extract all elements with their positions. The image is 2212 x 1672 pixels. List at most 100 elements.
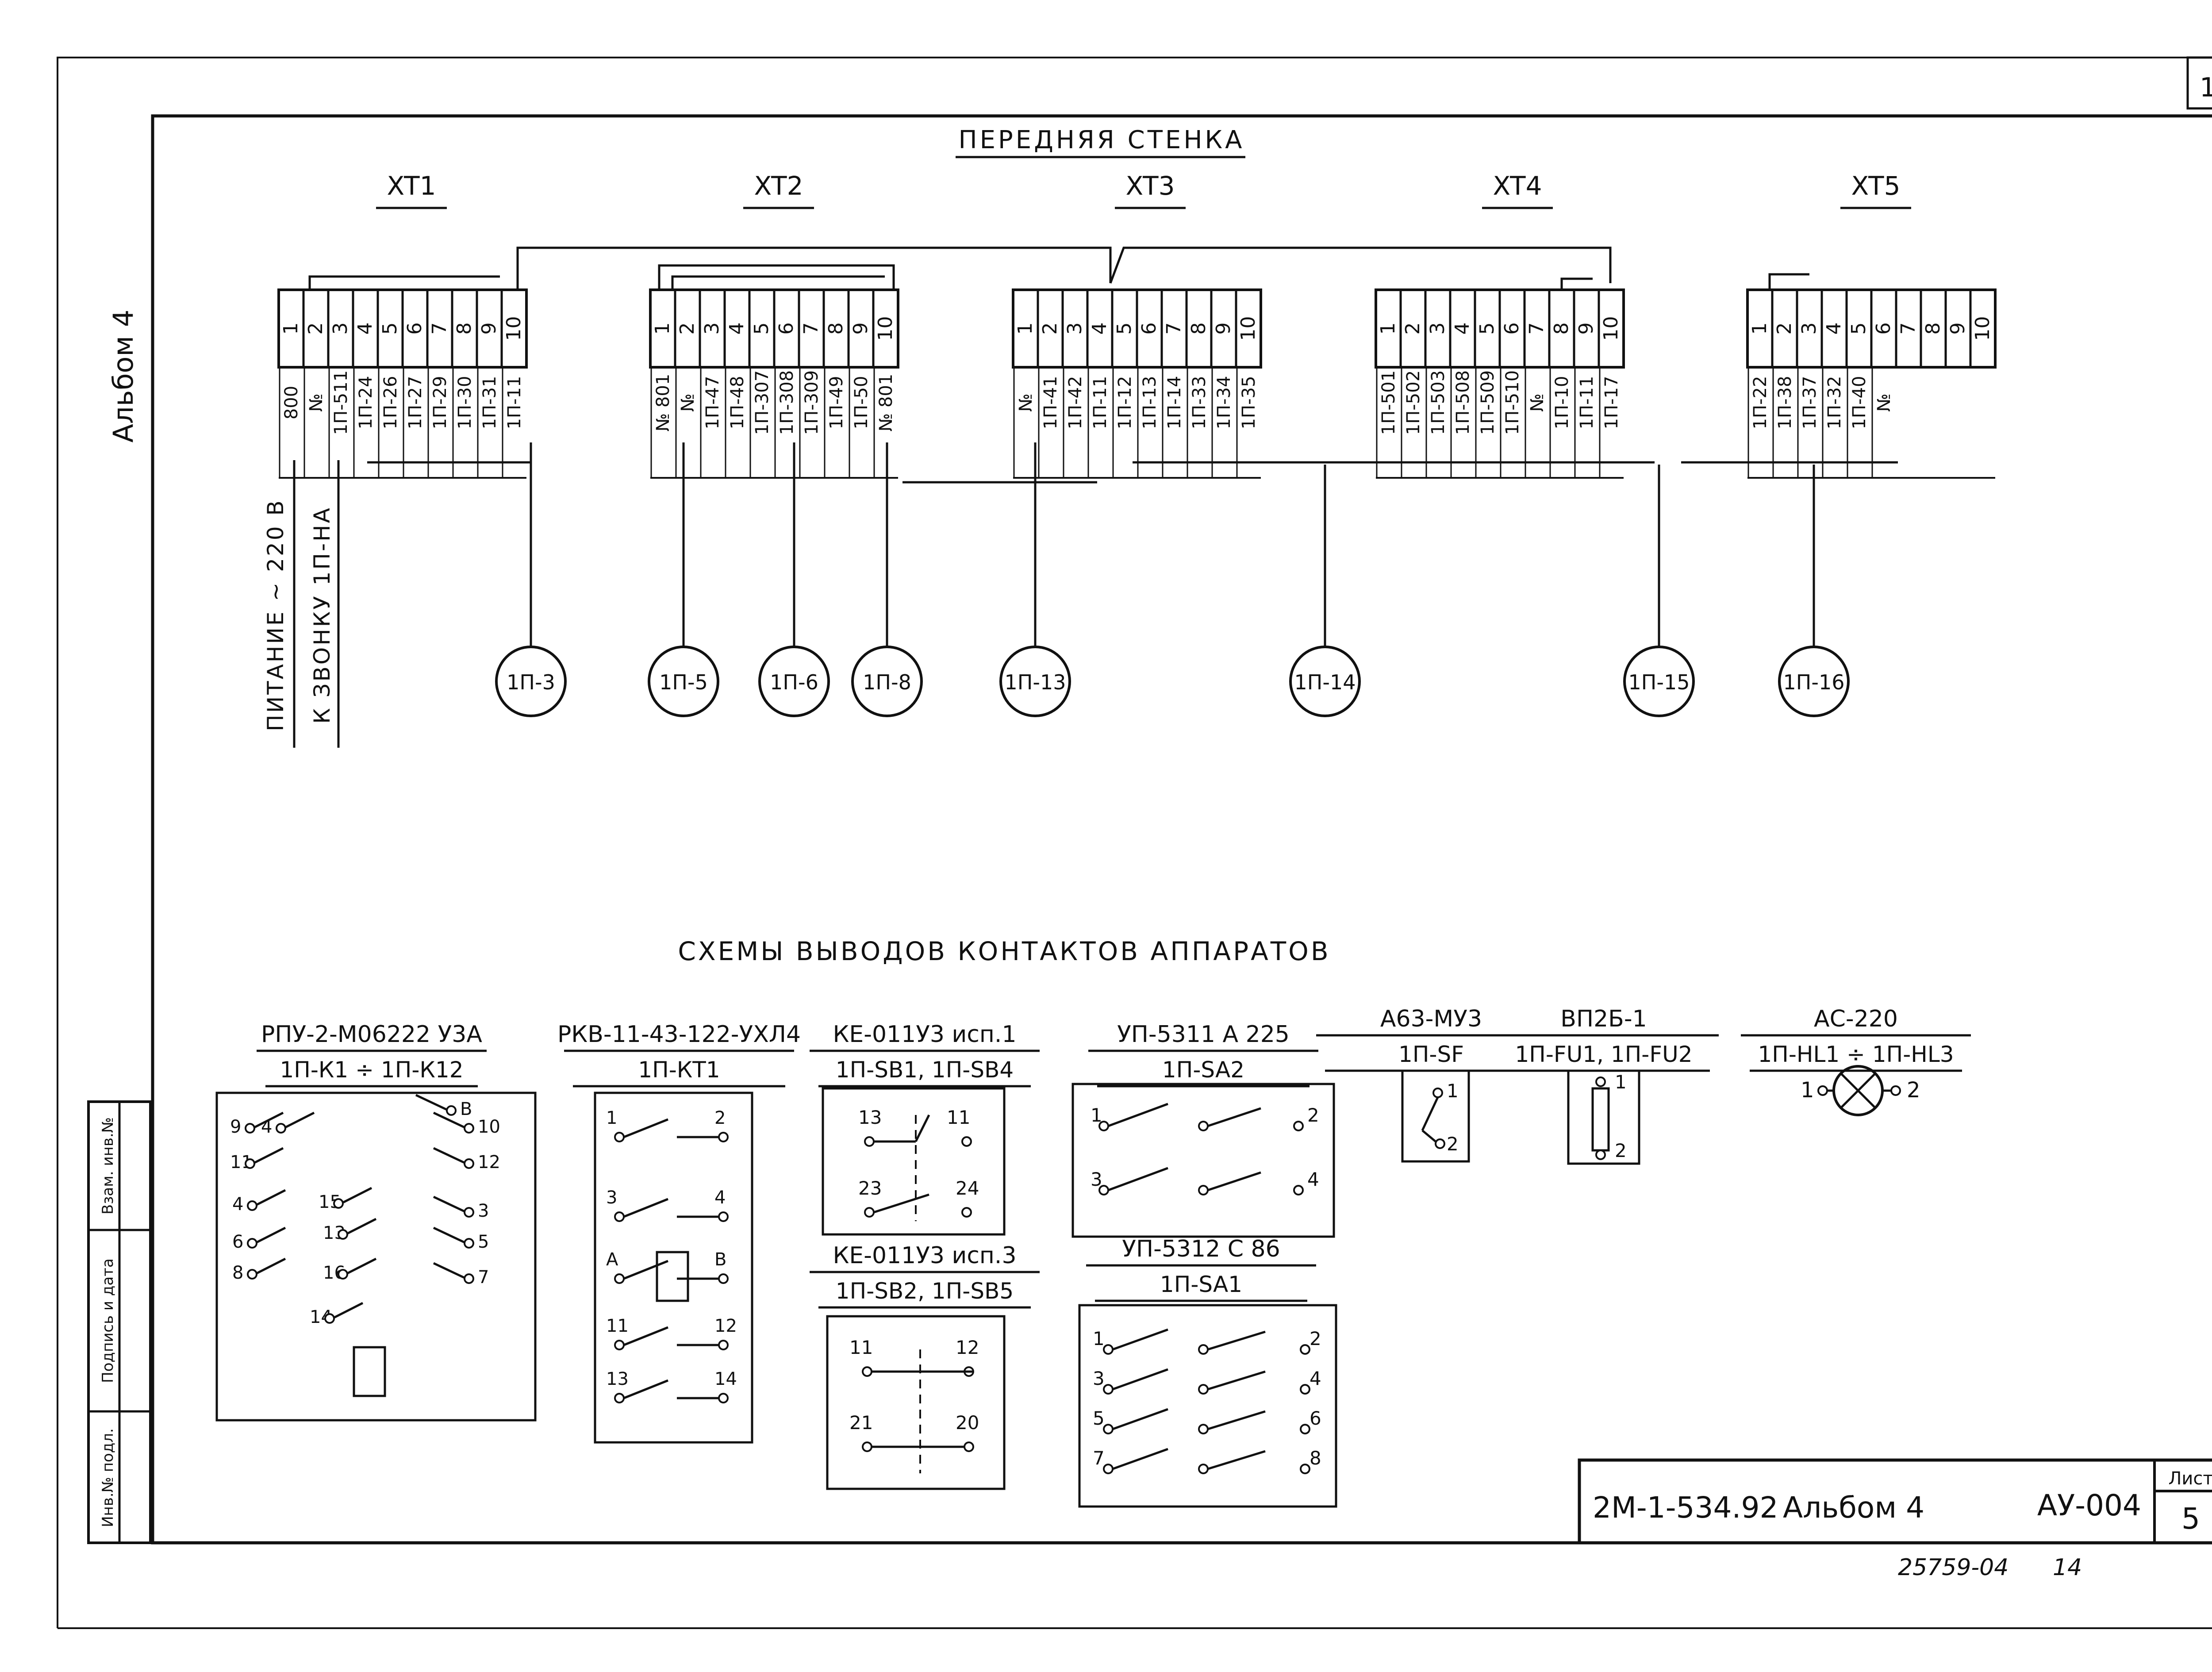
wire-label: 1П-34 [1214, 376, 1234, 430]
contact-pin: 8 [1310, 1447, 1321, 1469]
bottom-sheet: 14 [2053, 1554, 2082, 1581]
inner-frame [151, 114, 2212, 1545]
contact-pin: 7 [1093, 1447, 1105, 1469]
device-designation: 1П-КТ1 [638, 1057, 720, 1083]
wire-label: 1П-49 [826, 376, 847, 430]
pin-number: 4 [726, 323, 748, 335]
contact-pin: 12 [956, 1337, 979, 1358]
pin-number: 3 [329, 323, 352, 335]
pin-number: 2 [676, 323, 699, 335]
wire-label: 1П-41 [1041, 376, 1061, 430]
wire-label: 1П-508 [1453, 370, 1473, 435]
contact-pin: 1 [1801, 1078, 1814, 1103]
block-label: XT3 [1125, 171, 1175, 201]
pin-number: 5 [1476, 323, 1498, 335]
pin-number: 2 [1402, 323, 1424, 335]
pin-number: 1 [280, 323, 302, 335]
album-side-label: Альбом 4 [107, 310, 139, 443]
device-model: УП-5311 А 225 [1117, 1021, 1290, 1048]
block-label: XT4 [1493, 171, 1542, 201]
contact-pin: 10 [478, 1117, 500, 1137]
wire-label: 1П-37 [1800, 376, 1820, 430]
title-block [1578, 1458, 2212, 1545]
pin-number: 6 [1501, 323, 1523, 335]
pin-number: 3 [1426, 323, 1449, 335]
contact-pin: 12 [714, 1316, 737, 1336]
device-model: ВП2Б-1 [1560, 1006, 1647, 1032]
cable-label: 1П-8 [863, 670, 911, 694]
device-model: КЕ-011У3 исп.1 [833, 1021, 1016, 1048]
contact-pin: 2 [1447, 1133, 1459, 1155]
wire-label: № [1016, 393, 1036, 412]
contact-pin: 24 [956, 1177, 979, 1199]
contact-pin: 11 [606, 1316, 629, 1336]
contact-pin: 5 [1093, 1407, 1105, 1429]
corner-box [2186, 56, 2212, 110]
contact-pin: 4 [714, 1188, 726, 1208]
wire-label: 1П-502 [1403, 370, 1424, 435]
wire-label: № [1527, 393, 1548, 412]
pin-number: 9 [1575, 323, 1598, 335]
contact-pin: 2 [1615, 1140, 1627, 1161]
device-designation: 1П-SB2, 1П-SB5 [836, 1278, 1014, 1304]
corner-number: 13 [2200, 72, 2212, 103]
wire-label: 1П-11 [504, 376, 525, 430]
pin-number: 8 [1187, 323, 1210, 335]
wire-label: 1П-510 [1502, 370, 1523, 435]
pin-number: 7 [1525, 323, 1548, 335]
wire-label: 1П-309 [802, 370, 822, 435]
contact-pin: 11 [947, 1107, 970, 1128]
wire-label: 1П-33 [1189, 376, 1210, 430]
contact-pin: 2 [1907, 1078, 1920, 1103]
device-vp2b-fuse: ВП2Б-1 1П-FU1, 1П-FU2 1 2 [1489, 1006, 1719, 1165]
pin-number: 10 [1971, 316, 1994, 341]
wire-label: 1П-503 [1428, 370, 1448, 435]
device-designation: 1П-К1 ÷ 1П-К12 [280, 1057, 463, 1083]
cable-label: 1П-16 [1783, 670, 1845, 694]
contact-pin: 1 [1615, 1071, 1627, 1093]
wire-label: 1П-10 [1552, 376, 1572, 430]
wire-label: 1П-17 [1601, 376, 1622, 430]
contact-pin: 2 [714, 1108, 726, 1128]
pin-number: 8 [1922, 323, 1944, 335]
wire-label: 1П-307 [752, 370, 772, 435]
contact-pin: 14 [714, 1369, 737, 1389]
device-model: УП-5312 С 86 [1122, 1236, 1280, 1262]
wire-label: 1П-13 [1140, 376, 1160, 430]
contact-pin: 20 [956, 1412, 979, 1434]
device-model: КЕ-011У3 исп.3 [833, 1242, 1016, 1269]
cable-label: 1П-14 [1294, 670, 1356, 694]
contact-pin: 9 [230, 1117, 241, 1137]
block-label: XT5 [1851, 171, 1900, 201]
pin-number: 6 [1138, 323, 1160, 335]
contact-pin: 2 [1307, 1104, 1319, 1126]
pin-number: 5 [1113, 323, 1136, 335]
side-stamp-inv: Инв.№ подл. [99, 1428, 117, 1527]
pin-number: 7 [800, 323, 822, 335]
pin-number: 1 [1377, 323, 1399, 335]
device-model: А63-МУ3 [1380, 1006, 1482, 1032]
cable-marker: 1П-13 [999, 442, 1071, 717]
pin-number: 9 [1947, 323, 1969, 335]
pin-number: 5 [750, 323, 773, 335]
sheet-outer-border [57, 57, 2212, 1628]
contact-pin: 4 [232, 1194, 243, 1215]
cable-marker: 1П-15 [1623, 465, 1695, 717]
contact-pin: 1 [1447, 1080, 1459, 1102]
pin-number: 8 [825, 323, 847, 335]
pin-number: 1 [651, 323, 674, 335]
stamp-sheet-label: Лист [2168, 1468, 2212, 1489]
wire-label: 1П-35 [1239, 376, 1259, 430]
device-designation: 1П-FU1, 1П-FU2 [1515, 1042, 1692, 1067]
wire-label: 1П-511 [331, 370, 351, 435]
device-designation: 1П-SB1, 1П-SB4 [836, 1057, 1014, 1083]
pin-number: 7 [428, 323, 451, 335]
pin-number: 6 [1872, 323, 1895, 335]
device-model: РКВ-11-43-122-УХЛ4 [557, 1021, 801, 1048]
pin-number: 1 [1014, 323, 1037, 335]
